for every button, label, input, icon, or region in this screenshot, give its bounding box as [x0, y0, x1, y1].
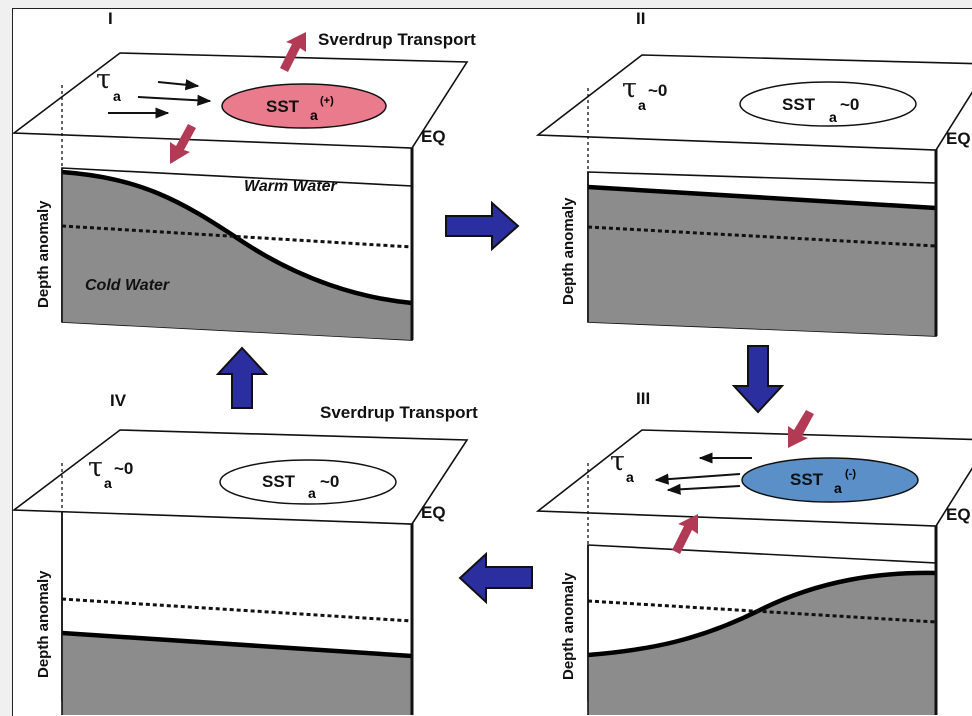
panel-iv-mean-thermocline	[61, 597, 413, 623]
panel-iii-mean-thermocline	[587, 599, 937, 624]
cold-water-label: Cold Water	[85, 277, 170, 294]
sverdrup-transport-arrow-up	[672, 514, 698, 554]
cycle-arrow-iii-to-iv	[458, 551, 533, 605]
panel-iv-label: IV	[110, 391, 127, 410]
panel-iii-tau-symbol: τ	[610, 446, 625, 477]
panel-iv-thermocline	[61, 630, 413, 659]
panel-iv-tau-suffix: ~0	[114, 459, 133, 478]
panel-i-mean-thermocline	[61, 224, 413, 249]
sverdrup-transport-label: Sverdrup Transport	[320, 403, 478, 422]
panel-iv-eq-label: EQ	[421, 503, 446, 522]
panel-iii-thermocline	[587, 570, 937, 658]
panel-i-cold-water	[62, 172, 412, 340]
panel-i-tau-subscript: a	[113, 88, 121, 104]
panel-ii-sst-subscript: a	[829, 109, 837, 125]
sverdrup-transport-arrow-up	[280, 32, 306, 72]
panel-iii-sst-symbol: SST	[790, 470, 824, 489]
panel-iii-label: III	[636, 389, 650, 408]
panel-iv-sst-subscript: a	[308, 485, 316, 501]
panel-iv-sst-symbol: SST	[262, 472, 296, 491]
panel-iv-sst-suffix: ~0	[320, 472, 339, 491]
warm-water-label: Warm Water	[244, 178, 338, 195]
cycle-arrow-ii-to-iii	[731, 345, 785, 414]
sverdrup-transport-label: Sverdrup Transport	[318, 30, 476, 49]
panel-i-tau-symbol: τ	[96, 64, 111, 95]
panel-iv-cold-water	[62, 633, 412, 715]
wind-arrow	[137, 94, 212, 106]
panel-iv-tau-symbol: τ	[88, 452, 103, 483]
panel-iv-depth-label: Depth anomaly	[35, 570, 52, 678]
panel-ii-eq-label: EQ	[946, 129, 971, 148]
cycle-arrow-iv-to-i	[215, 346, 269, 409]
panel-i-sst-symbol: SST	[266, 97, 300, 116]
panel-iii-cold-water	[588, 572, 936, 715]
panel-ii-tau-subscript: a	[638, 97, 646, 113]
panel-ii-tau-suffix: ~0	[648, 81, 667, 100]
panel-iii: III Depth anomaly EQ τ a SST a (-)	[535, 389, 972, 715]
wind-arrow	[666, 483, 741, 495]
panel-i-sst-sign: (+)	[320, 95, 334, 107]
panel-ii-cold-water	[588, 187, 936, 336]
neutral-sst-anomaly	[219, 459, 397, 505]
panel-iii-sst-sign: (-)	[845, 468, 856, 480]
panel-i-sst-subscript: a	[310, 107, 318, 123]
wind-arrow	[157, 79, 200, 91]
panel-ii-tau-symbol: τ	[622, 73, 637, 104]
panel-ii-mean-thermocline	[587, 225, 937, 248]
panel-iii-depth-label: Depth anomaly	[560, 572, 577, 680]
panel-iii-tau-subscript: a	[626, 469, 634, 485]
panel-iii-sst-subscript: a	[834, 480, 842, 496]
panel-i-depth-label: Depth anomaly	[35, 200, 52, 308]
panel-iii-eq-label: EQ	[946, 505, 971, 524]
panel-ii-thermocline	[587, 184, 937, 211]
sverdrup-transport-arrow-down	[170, 124, 196, 164]
panel-i-thermocline	[61, 169, 413, 306]
panel-iv: IV Sverdrup Transport Depth anomaly EQ τ…	[11, 391, 478, 715]
panel-ii: II Depth anomaly EQ τ a ~0 SST a ~0	[535, 9, 972, 337]
panel-ii-depth-label: Depth anomaly	[560, 197, 577, 305]
panel-i-label: I	[108, 9, 113, 28]
panel-ii-label: II	[636, 9, 645, 28]
warm-sst-anomaly	[221, 83, 387, 129]
wind-arrow	[654, 473, 741, 485]
cycle-arrow-i-to-ii	[445, 200, 520, 252]
sverdrup-transport-arrow-down	[788, 410, 814, 448]
panel-i: I Sverdrup Transport Warm Water Cold Wat…	[11, 9, 476, 341]
panel-ii-sst-suffix: ~0	[840, 95, 859, 114]
neutral-sst-anomaly	[739, 81, 917, 127]
panel-iv-tau-subscript: a	[104, 475, 112, 491]
panel-i-eq-label: EQ	[421, 127, 446, 146]
cold-sst-anomaly	[741, 457, 919, 503]
panel-ii-sst-symbol: SST	[782, 95, 816, 114]
